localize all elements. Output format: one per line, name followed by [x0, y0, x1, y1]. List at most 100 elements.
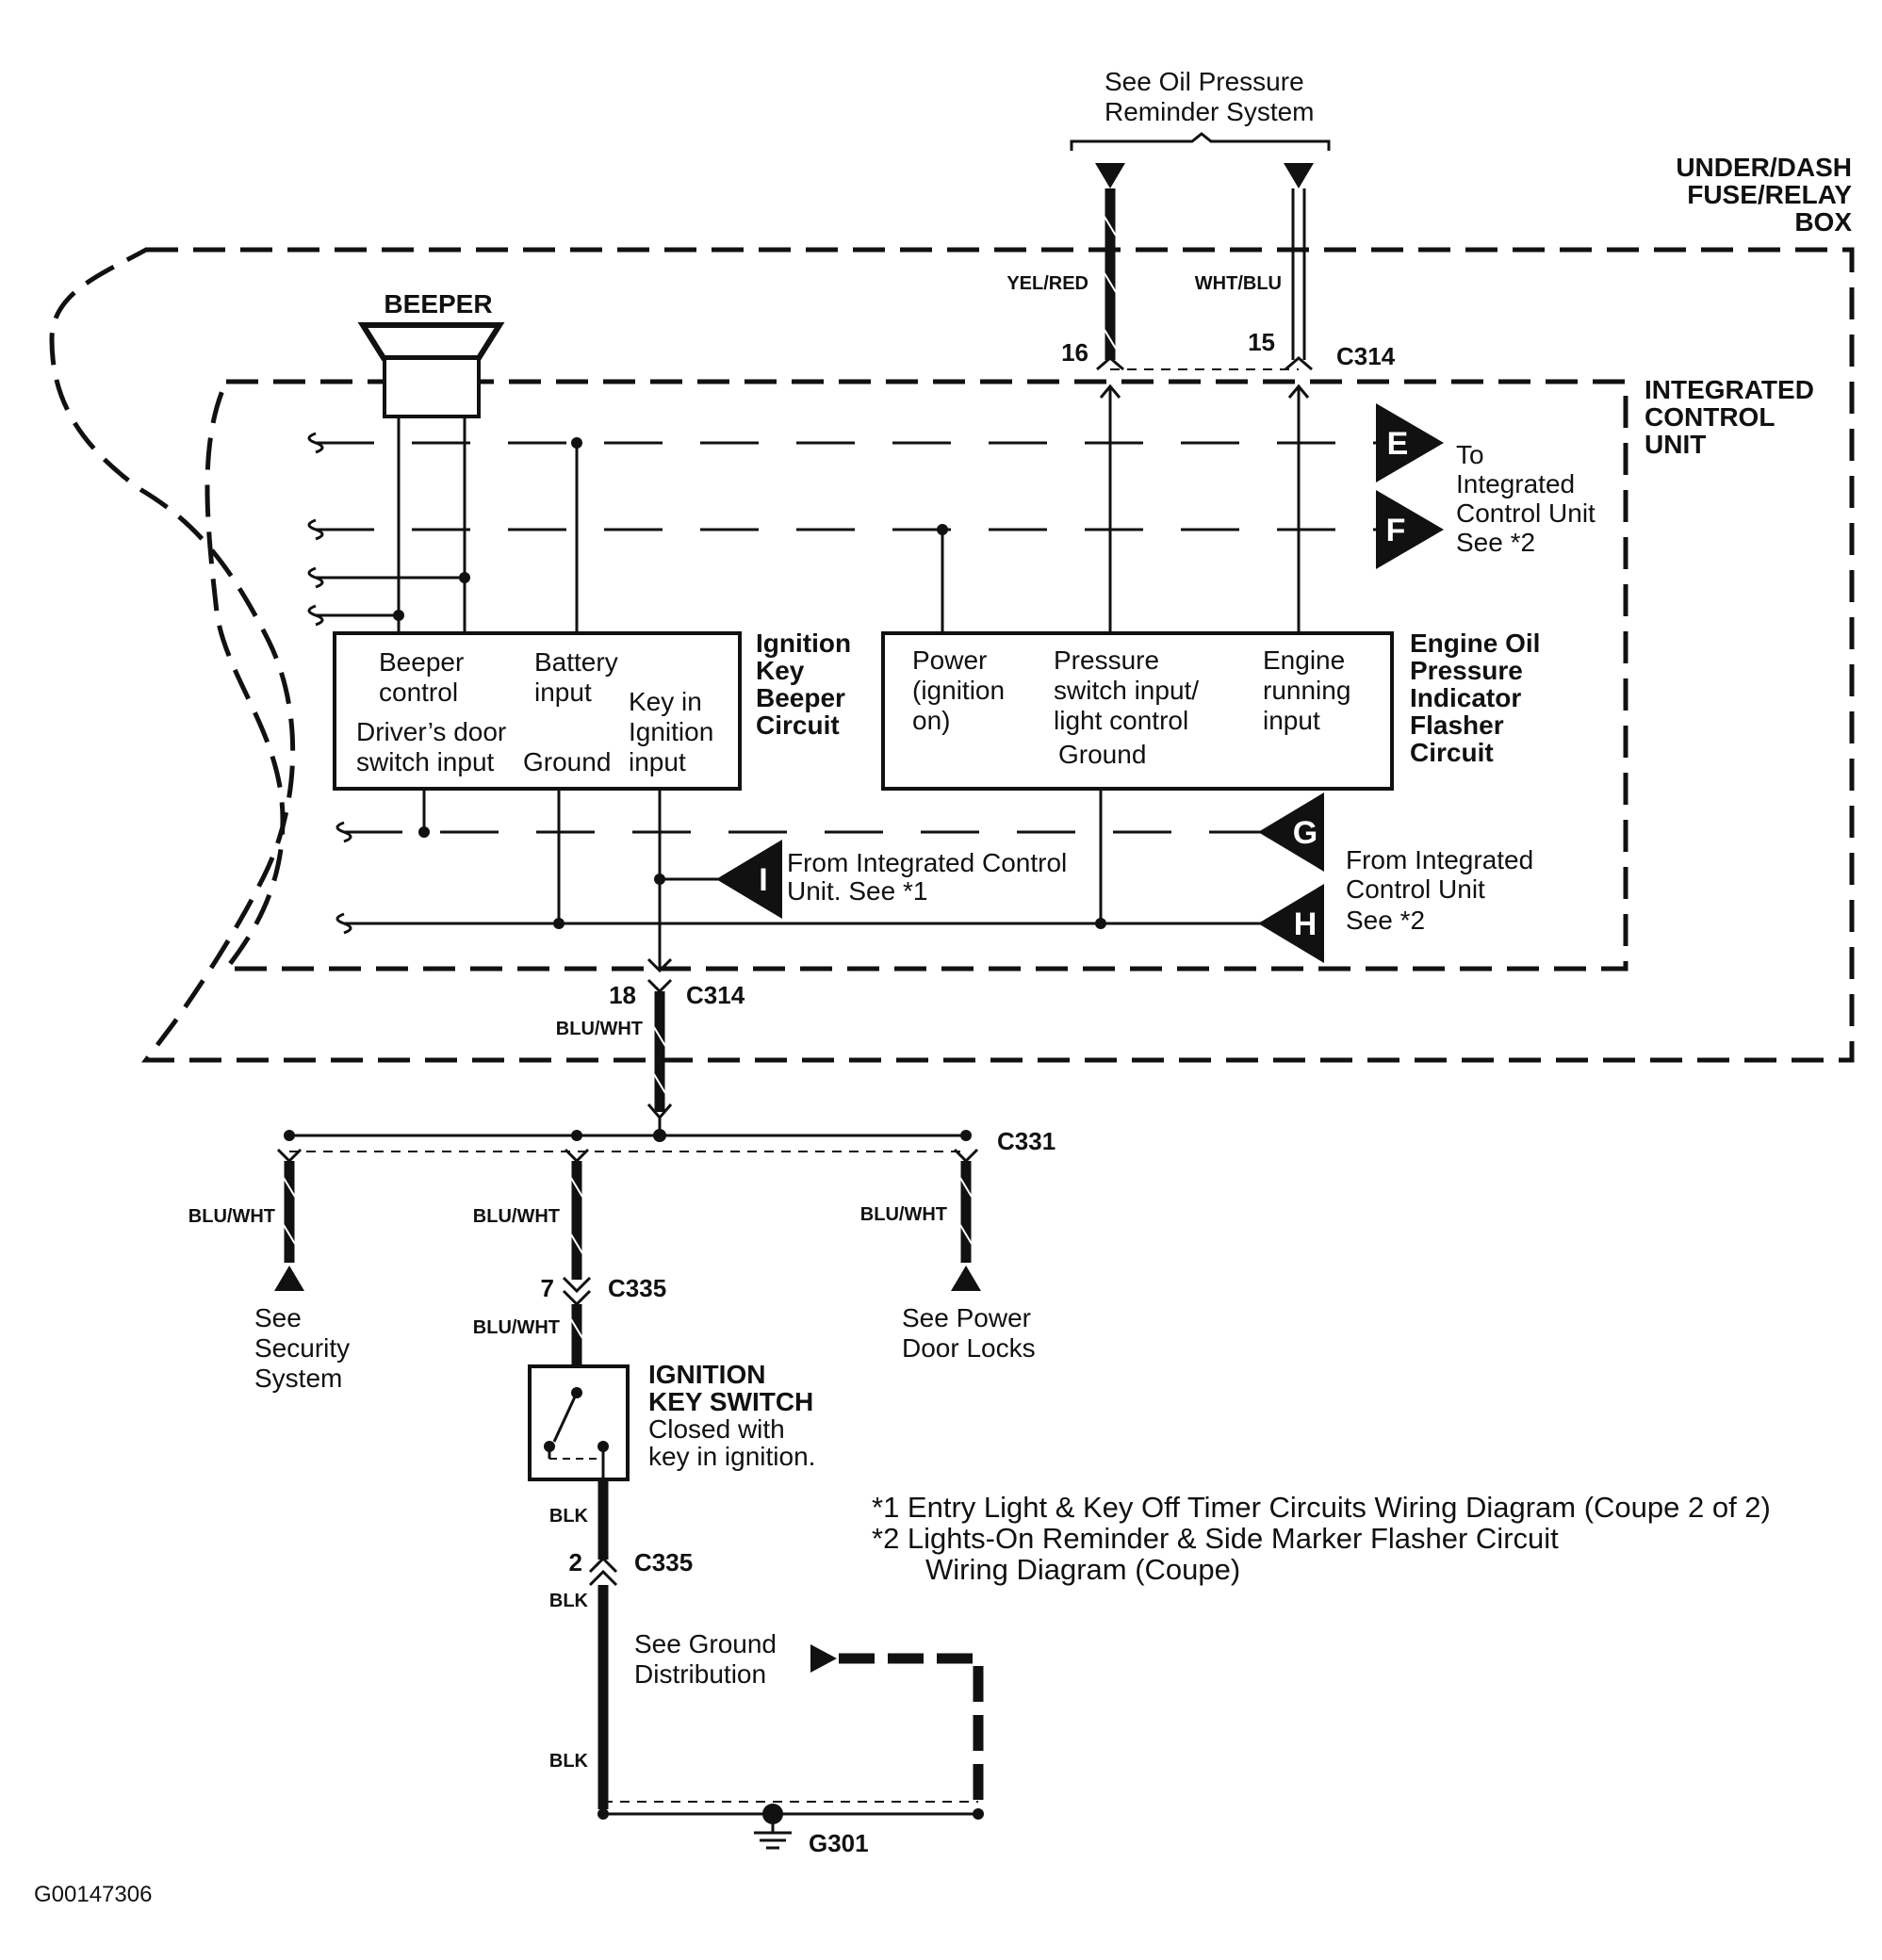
ignition-title-4: Circuit: [756, 710, 840, 740]
beeper: BEEPER: [357, 289, 505, 633]
beeper-control-1: Beeper: [379, 647, 464, 677]
tab-e-label: E: [1387, 426, 1409, 462]
ignition-key-beeper-circuit: Beeper control Battery input Key in Igni…: [333, 629, 851, 791]
door-switch-1: Driver’s door: [356, 717, 506, 746]
ignition-circuit-box: [333, 631, 742, 791]
oil-pressure-flasher-circuit: Power (ignition on) Pressure switch inpu…: [881, 629, 1540, 791]
oil-pressure-wires: YEL/RED WHT/BLU 16 15 C314: [1006, 163, 1396, 633]
beeper-body: [383, 356, 481, 418]
i-note-2: Unit. See *1: [787, 876, 927, 906]
door-locks-branch: BLU/WHT See Power Door Locks: [860, 1161, 1036, 1363]
ef-note-1: To: [1456, 440, 1484, 469]
locks-ref-2: Door Locks: [902, 1333, 1036, 1363]
c314-pin16-icon: [1096, 356, 1124, 371]
c314-pin18-arrow-icon: [646, 957, 673, 973]
tab-f-icon: [1376, 490, 1444, 569]
ef-note-2: Integrated: [1456, 469, 1575, 498]
c335-upper-label: C335: [608, 1274, 666, 1302]
beeper-control-2: control: [379, 678, 458, 707]
c314-pin15-icon: [1285, 356, 1313, 371]
oil-note-bracket: [1070, 132, 1331, 151]
engine-1: Engine: [1263, 645, 1345, 675]
gh-note-1: From Integrated: [1346, 845, 1533, 874]
blk-lower-label-2: BLK: [549, 1751, 589, 1772]
icu-label-2: CONTROL: [1645, 402, 1775, 432]
pin-7: 7: [541, 1274, 554, 1302]
locks-arrow-icon: [951, 1266, 981, 1291]
beeper-horn-icon: [357, 322, 505, 361]
engine-2: running: [1263, 676, 1350, 705]
fuse-box-label-3: BOX: [1794, 207, 1852, 237]
key-in-2: Ignition: [629, 717, 713, 746]
tab-h-label: H: [1294, 906, 1317, 942]
c331-junction: C331: [276, 1118, 1056, 1164]
ignition-switch-box: [528, 1364, 630, 1481]
splice-icon: [307, 432, 324, 454]
tab-e-icon: [1376, 403, 1444, 482]
blu-wht-security-label: BLU/WHT: [188, 1206, 275, 1227]
tab-notes: To Integrated Control Unit See *2 From I…: [787, 440, 1596, 935]
switch-desc-1: Closed with: [648, 1414, 785, 1444]
pressure-3: light control: [1054, 706, 1188, 735]
c314-bottom-label: C314: [686, 981, 745, 1009]
ground-ref-1: See Ground: [634, 1629, 777, 1658]
oil-title-1: Engine Oil: [1410, 629, 1540, 658]
c314-pin18-icon: [646, 978, 673, 994]
internal-buses: [307, 432, 1376, 971]
footnote-2b: Wiring Diagram (Coupe): [925, 1553, 1240, 1586]
c335-lower-label: C335: [634, 1548, 693, 1576]
switch-blade-icon: [552, 1392, 579, 1443]
figure-id: G00147306: [34, 1882, 152, 1907]
security-ref-1: See: [254, 1303, 302, 1332]
oil-title-5: Circuit: [1410, 738, 1494, 767]
oil-pressure-note: See Oil Pressure Reminder System: [1070, 67, 1331, 151]
tab-f-label: F: [1386, 513, 1406, 548]
pressure-2: switch input/: [1054, 676, 1199, 705]
c314-top-label: C314: [1336, 342, 1396, 370]
oil-title-2: Pressure: [1410, 656, 1523, 685]
i-note-1: From Integrated Control: [787, 848, 1067, 877]
connector-tabs: E F G H I: [716, 403, 1444, 963]
engine-3: input: [1263, 706, 1320, 735]
power-2: (ignition: [912, 676, 1005, 705]
ignition-switch-branch: BLU/WHT 7 C335 BLU/WHT IGNITION KEY SWIT…: [473, 1161, 815, 1809]
yel-red-arrow-icon: [1095, 163, 1125, 188]
gh-note-2: Control Unit: [1346, 874, 1485, 904]
oil-title-4: Flasher: [1410, 710, 1504, 740]
g301-label: G301: [809, 1829, 869, 1857]
ef-note-4: See *2: [1456, 528, 1535, 557]
pin-16: 16: [1061, 338, 1088, 367]
blk-upper-label: BLK: [549, 1506, 589, 1527]
footnote-2: *2 Lights-On Reminder & Side Marker Flas…: [872, 1522, 1559, 1555]
footnotes: *1 Entry Light & Key Off Timer Circuits …: [872, 1491, 1771, 1586]
blu-wht-switch-lower-label: BLU/WHT: [473, 1317, 560, 1338]
blu-wht-locks-label: BLU/WHT: [860, 1204, 947, 1225]
tab-g-label: G: [1293, 815, 1317, 851]
blk-lower-label-1: BLK: [549, 1591, 589, 1611]
c314-exit: 18 C314 BLU/WHT: [556, 957, 745, 1120]
pin-18: 18: [609, 981, 636, 1009]
tab-i-icon: [716, 840, 782, 919]
power-1: Power: [912, 645, 987, 675]
ignition-title-3: Beeper: [756, 683, 845, 712]
pressure-arrow-icon: [1099, 384, 1121, 399]
wht-blu-label: WHT/BLU: [1195, 273, 1282, 294]
engine-arrow-icon: [1287, 384, 1310, 399]
oil-note-line2: Reminder System: [1105, 97, 1315, 126]
fuse-box-label-1: UNDER/DASH: [1676, 153, 1852, 182]
switch-desc-2: key in ignition.: [648, 1442, 815, 1471]
yel-red-label: YEL/RED: [1006, 273, 1088, 294]
wht-blu-arrow-icon: [1284, 163, 1314, 188]
c331-label: C331: [997, 1127, 1056, 1155]
tab-h-icon: [1258, 884, 1324, 963]
ground-ref-arrow-icon: [810, 1644, 837, 1673]
tab-i-label: I: [759, 862, 767, 898]
ef-note-3: Control Unit: [1456, 498, 1596, 528]
beeper-title: BEEPER: [384, 289, 492, 318]
ground-distribution: See Ground Distribution G301: [597, 1629, 984, 1857]
tab-g-icon: [1258, 792, 1324, 872]
ignition-title-2: Key: [756, 656, 805, 685]
fuse-relay-box: UNDER/DASH FUSE/RELAY BOX: [49, 153, 1855, 1063]
door-switch-2: switch input: [356, 747, 495, 776]
